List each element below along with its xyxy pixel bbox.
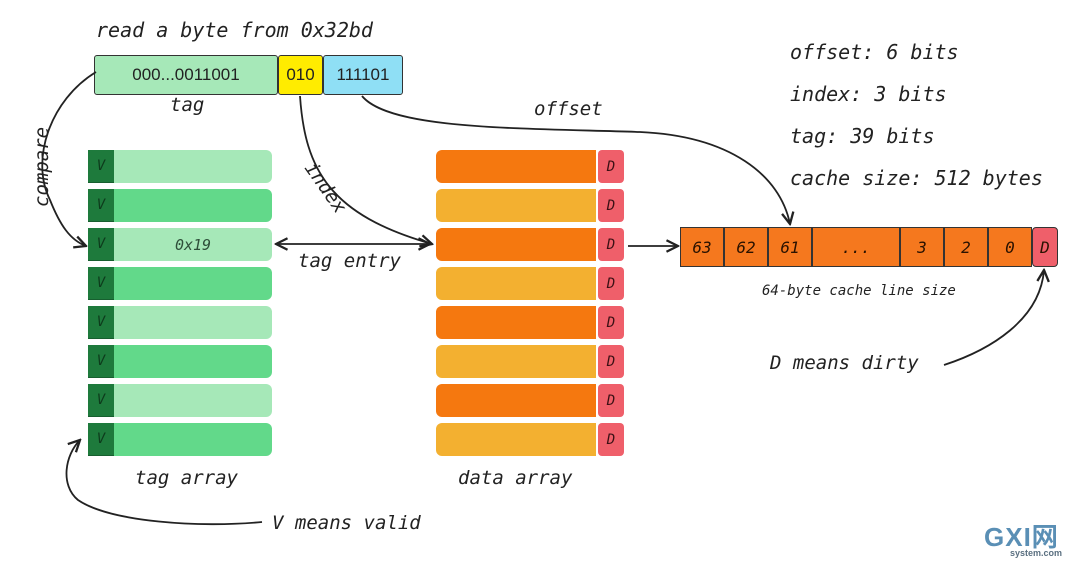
dirty-bit: D <box>598 306 624 339</box>
tag-array-label: tag array <box>135 467 238 489</box>
tag-cell <box>114 306 272 339</box>
valid-note: V means valid <box>272 512 421 534</box>
valid-bit: V <box>88 150 114 183</box>
data-cell <box>436 267 596 300</box>
cache-line-byte: 62 <box>724 227 768 267</box>
valid-bit: V <box>88 228 114 261</box>
data-cell <box>436 345 596 378</box>
tag-row: V <box>88 423 272 456</box>
cache-line-byte: 0 <box>988 227 1032 267</box>
valid-bit: V <box>88 384 114 417</box>
compare-label: compare <box>31 126 53 207</box>
data-cell <box>436 228 596 261</box>
info-tag-bits: tag: 39 bits <box>790 124 935 148</box>
dirty-bit: D <box>598 345 624 378</box>
offset-label: offset <box>534 98 603 120</box>
dirty-bit: D <box>598 150 624 183</box>
data-cell <box>436 423 596 456</box>
tag-cell <box>114 267 272 300</box>
address-offset-field: 111101 <box>323 55 403 95</box>
data-cell <box>436 189 596 222</box>
dirty-note: D means dirty <box>770 352 919 374</box>
data-row: D <box>436 267 626 300</box>
watermark-logo-text: GXI网 <box>984 522 1059 552</box>
cache-line-byte: 61 <box>768 227 812 267</box>
index-label: index <box>299 158 351 218</box>
data-row: D <box>436 189 626 222</box>
data-cell <box>436 384 596 417</box>
data-row-selected: D <box>436 228 626 261</box>
cache-line-caption: 64-byte cache line size <box>762 283 956 299</box>
cache-line-byte: 2 <box>944 227 988 267</box>
dirty-bit: D <box>598 189 624 222</box>
tag-entry-label: tag entry <box>298 250 401 272</box>
valid-bit: V <box>88 345 114 378</box>
data-row: D <box>436 306 626 339</box>
tag-cell-value: 0x19 <box>114 228 272 261</box>
data-row: D <box>436 384 626 417</box>
tag-cell <box>114 150 272 183</box>
data-array-label: data array <box>458 467 573 489</box>
watermark-logo: GXI网 <box>984 524 1059 550</box>
diagram-title: read a byte from 0x32bd <box>96 18 373 42</box>
address-tag-field: 000...0011001 <box>94 55 278 95</box>
tag-row: V <box>88 384 272 417</box>
address-tag-label: tag <box>170 94 205 116</box>
tag-cell <box>114 345 272 378</box>
tag-cell <box>114 189 272 222</box>
cache-line-dirty: D <box>1032 227 1058 267</box>
data-cell <box>436 306 596 339</box>
address-index-field: 010 <box>278 55 323 95</box>
tag-row-selected: V 0x19 <box>88 228 272 261</box>
cache-line-byte: 63 <box>680 227 724 267</box>
tag-cell <box>114 384 272 417</box>
tag-row: V <box>88 345 272 378</box>
tag-row: V <box>88 267 272 300</box>
dirty-bit: D <box>598 228 624 261</box>
data-row: D <box>436 423 626 456</box>
valid-bit: V <box>88 423 114 456</box>
data-row: D <box>436 150 626 183</box>
cache-line-ellipsis: ... <box>812 227 900 267</box>
data-row: D <box>436 345 626 378</box>
tag-row: V <box>88 189 272 222</box>
valid-bit: V <box>88 306 114 339</box>
watermark-site: system.com <box>1010 548 1063 558</box>
dirty-note-arrow <box>943 270 1044 366</box>
info-index-bits: index: 3 bits <box>790 82 947 106</box>
info-cache-size: cache size: 512 bytes <box>790 166 1043 190</box>
info-offset-bits: offset: 6 bits <box>790 40 959 64</box>
dirty-bit: D <box>598 423 624 456</box>
tag-row: V <box>88 150 272 183</box>
valid-bit: V <box>88 189 114 222</box>
data-cell <box>436 150 596 183</box>
tag-cell <box>114 423 272 456</box>
tag-row: V <box>88 306 272 339</box>
cache-line-byte: 3 <box>900 227 944 267</box>
valid-bit: V <box>88 267 114 300</box>
dirty-bit: D <box>598 384 624 417</box>
dirty-bit: D <box>598 267 624 300</box>
